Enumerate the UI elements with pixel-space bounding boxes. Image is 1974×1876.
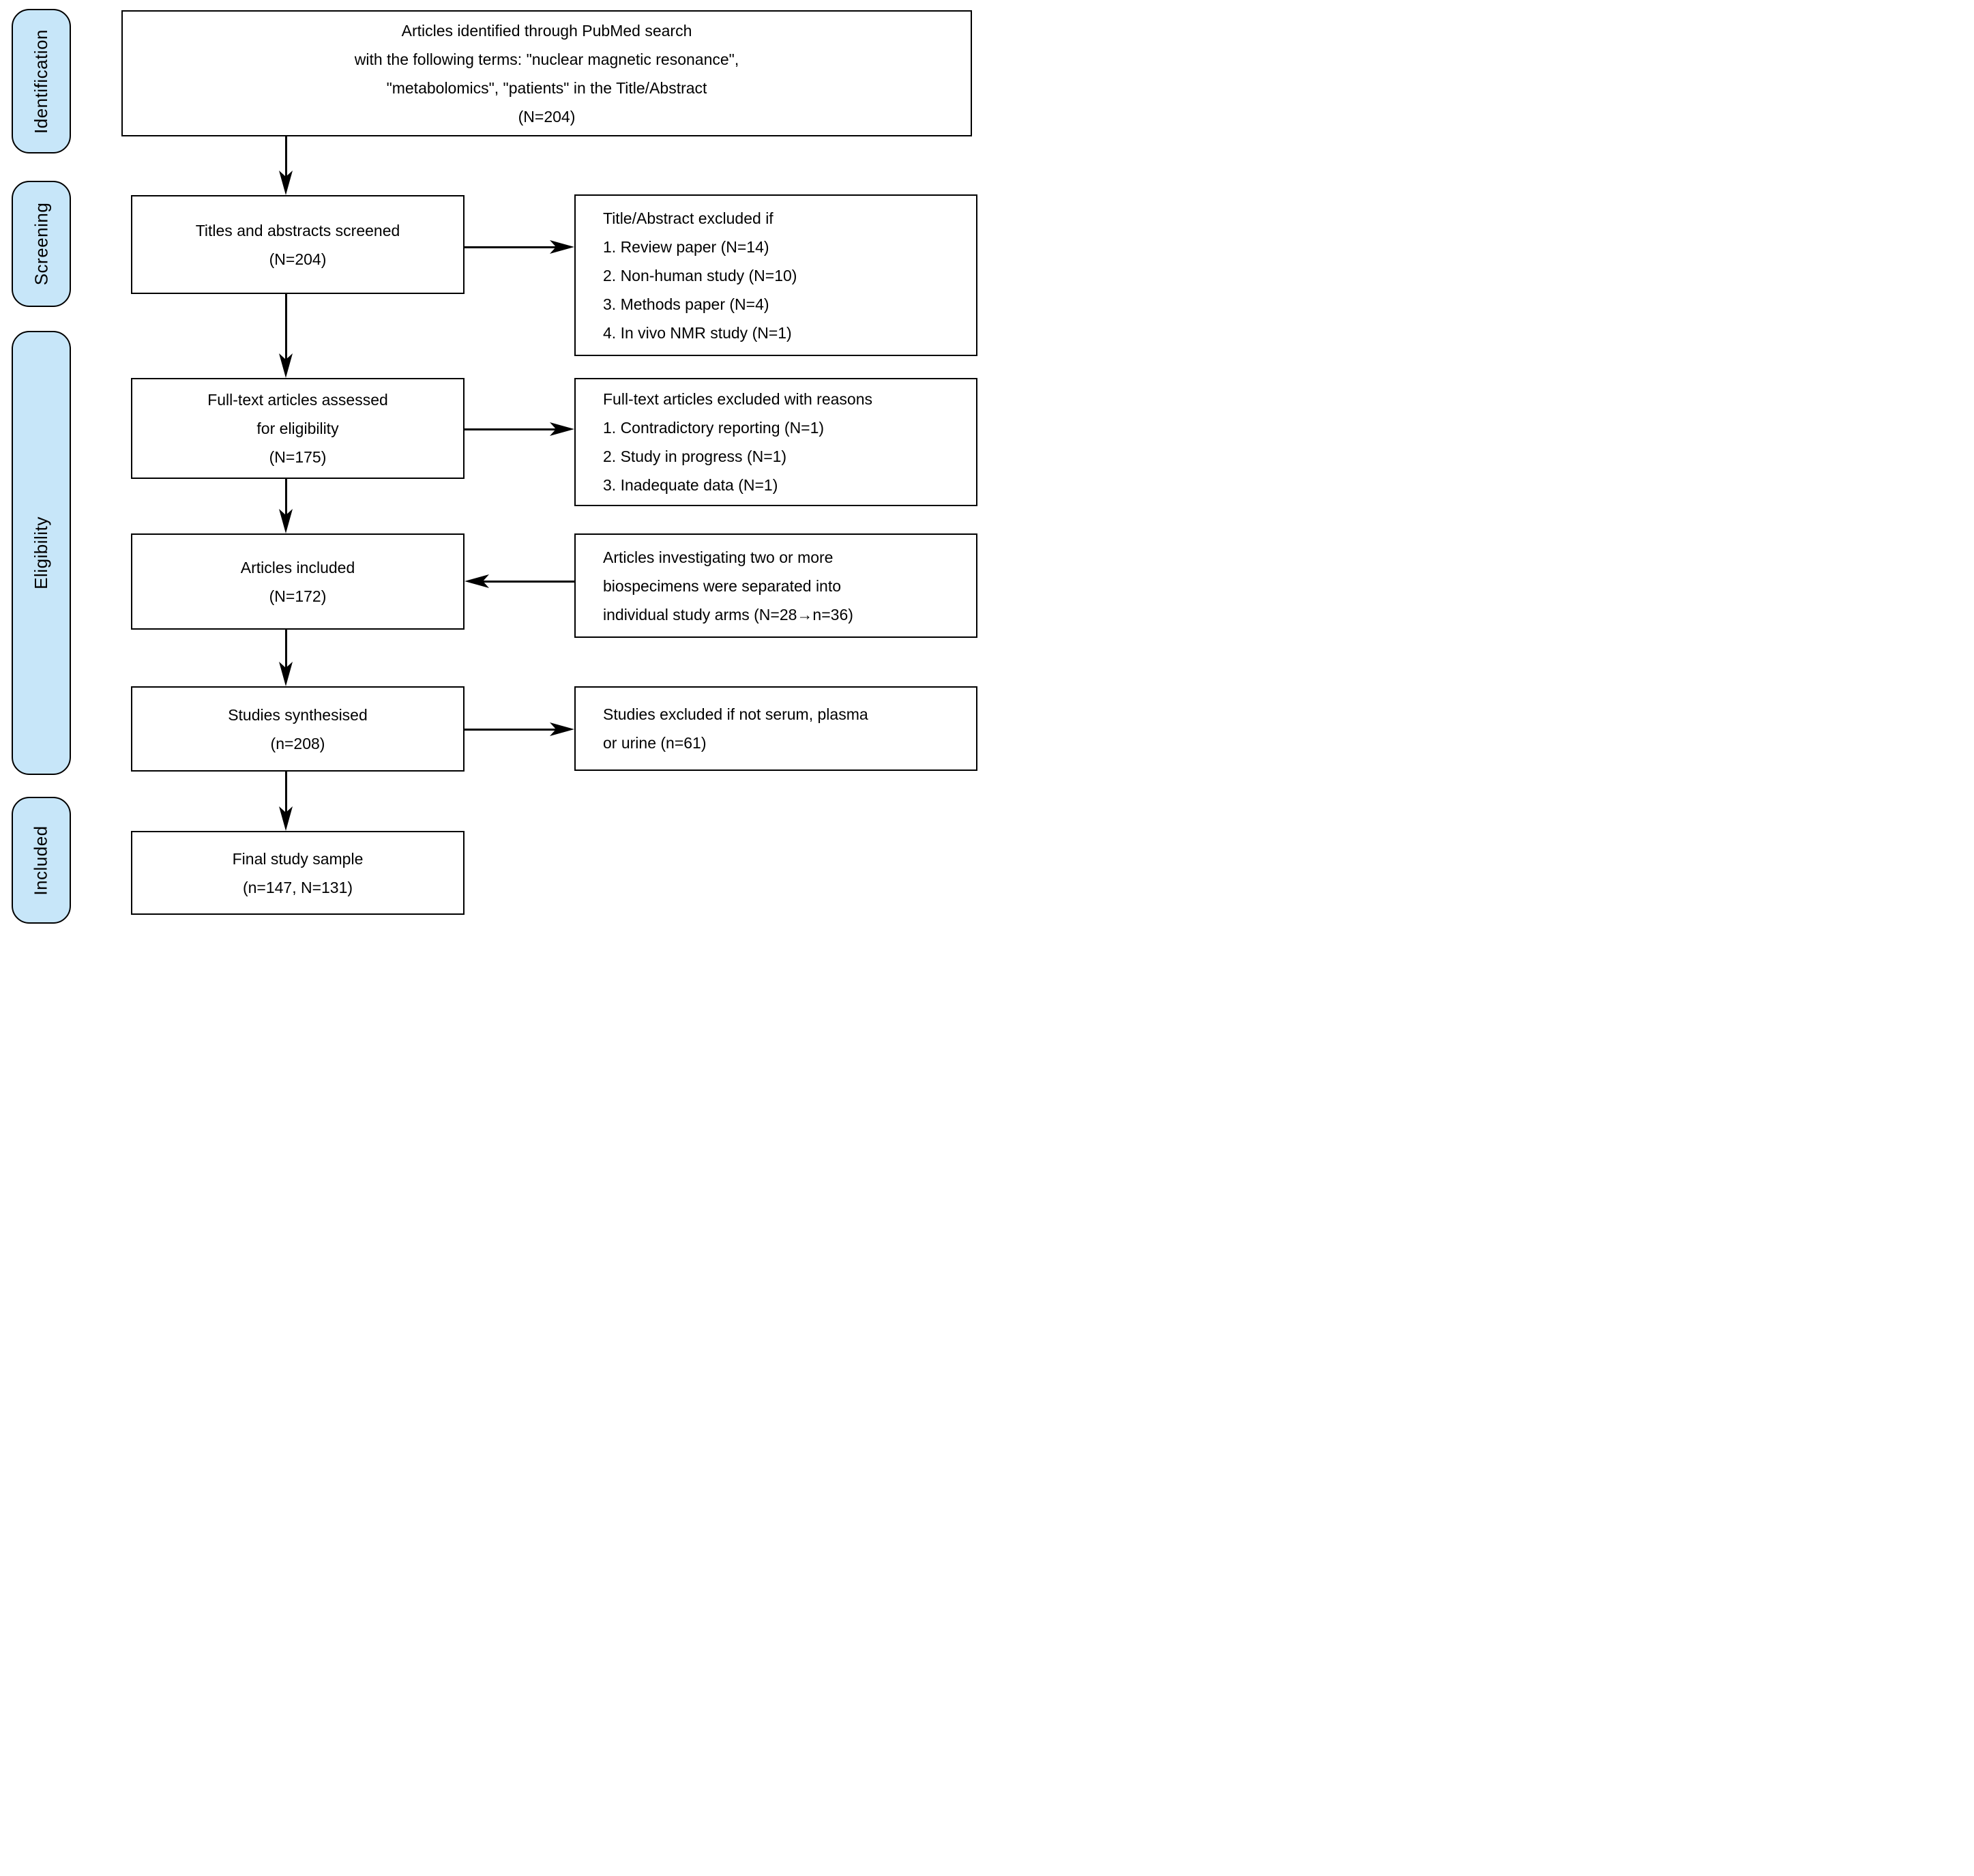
box-studies-excluded: Studies excluded if not serum, plasma or… xyxy=(574,686,977,771)
stage-screening: Screening xyxy=(12,181,71,307)
box-studies-synthesised: Studies synthesised (n=208) xyxy=(131,686,465,772)
box-articles-identified-count: (N=204) xyxy=(518,107,576,126)
box-fulltext-excluded-item: 1. Contradictory reporting (N=1) xyxy=(603,419,825,437)
arrowhead-down-icon xyxy=(279,353,293,378)
box-articles-included-line: Articles included xyxy=(240,558,355,576)
arrow-shaft xyxy=(465,428,565,430)
stage-eligibility-label: Eligibility xyxy=(31,516,51,589)
box-final-study-sample-count: (n=147, N=131) xyxy=(242,878,353,896)
arrowhead-down-icon xyxy=(279,662,293,686)
box-studies-excluded-line: Studies excluded if not serum, plasma xyxy=(603,705,868,723)
prisma-flow-diagram: { "figure": { "type": "prisma-flow-diagr… xyxy=(0,0,987,938)
box-fulltext-excluded: Full-text articles excluded with reasons… xyxy=(574,378,977,506)
arrow-shaft xyxy=(285,772,287,821)
box-articles-identified-line: Articles identified through PubMed searc… xyxy=(401,21,692,40)
arrow-shaft xyxy=(285,479,287,524)
box-fulltext-assessed-count: (N=175) xyxy=(269,448,327,466)
box-title-abstract-excluded-item: 4. In vivo NMR study (N=1) xyxy=(603,323,792,342)
box-title-abstract-excluded-line: Title/Abstract excluded if xyxy=(603,209,774,227)
arrow-fulltext-to-excluded xyxy=(465,422,574,436)
box-biospecimens-separated-line: Articles investigating two or more xyxy=(603,548,834,566)
box-fulltext-excluded-line: Full-text articles excluded with reasons xyxy=(603,390,872,408)
box-articles-identified-line: with the following terms: "nuclear magne… xyxy=(354,50,739,68)
box-biospecimens-separated: Articles investigating two or more biosp… xyxy=(574,533,977,638)
box-final-study-sample-line: Final study sample xyxy=(232,849,364,868)
arrowhead-down-icon xyxy=(279,509,293,533)
box-title-abstract-excluded: Title/Abstract excluded if 1. Review pap… xyxy=(574,194,977,356)
box-fulltext-assessed-line: for eligibility xyxy=(256,420,339,437)
stage-included-label: Included xyxy=(31,825,51,896)
arrow-biospecimens-to-included xyxy=(465,574,574,588)
stage-eligibility: Eligibility xyxy=(12,331,71,775)
box-articles-included-count: (N=172) xyxy=(269,587,327,605)
box-studies-excluded-line: or urine (n=61) xyxy=(603,734,707,752)
arrow-identified-to-screened xyxy=(279,136,293,195)
box-fulltext-assessed: Full-text articles assessed for eligibil… xyxy=(131,378,465,479)
arrowhead-down-icon xyxy=(279,806,293,831)
box-title-abstract-excluded-item: 2. Non-human study (N=10) xyxy=(603,266,797,284)
arrowhead-right-icon xyxy=(550,722,574,736)
box-studies-synthesised-count: (n=208) xyxy=(270,734,325,752)
box-final-study-sample: Final study sample (n=147, N=131) xyxy=(131,831,465,915)
box-articles-included: Articles included (N=172) xyxy=(131,533,465,630)
box-fulltext-assessed-line: Full-text articles assessed xyxy=(207,391,388,409)
arrow-shaft xyxy=(285,630,287,677)
box-titles-abstracts-screened-line: Titles and abstracts screened xyxy=(195,221,400,239)
stage-identification-label: Identification xyxy=(31,29,52,134)
stage-screening-label: Screening xyxy=(31,202,52,286)
arrow-screened-to-fulltext xyxy=(279,294,293,378)
stage-included: Included xyxy=(12,797,71,924)
arrowhead-left-icon xyxy=(465,574,489,588)
box-title-abstract-excluded-item: 1. Review paper (N=14) xyxy=(603,237,769,256)
box-fulltext-excluded-item: 3. Inadequate data (N=1) xyxy=(603,476,778,494)
box-title-abstract-excluded-item: 3. Methods paper (N=4) xyxy=(603,295,769,313)
arrowhead-down-icon xyxy=(279,171,293,195)
box-fulltext-excluded-item: 2. Study in progress (N=1) xyxy=(603,448,787,465)
box-articles-identified-line: "metabolomics", "patients" in the Title/… xyxy=(386,78,707,97)
arrow-synthesised-to-final xyxy=(279,772,293,831)
arrow-fulltext-to-included xyxy=(279,479,293,533)
arrow-screened-to-excluded xyxy=(465,240,574,254)
box-articles-identified: Articles identified through PubMed searc… xyxy=(121,10,972,136)
box-titles-abstracts-screened: Titles and abstracts screened (N=204) xyxy=(131,195,465,294)
arrow-synthesised-to-excluded xyxy=(465,722,574,736)
box-studies-synthesised-line: Studies synthesised xyxy=(228,705,368,724)
arrowhead-right-icon xyxy=(550,240,574,254)
box-biospecimens-separated-line: individual study arms (N=28→n=36) xyxy=(603,605,853,624)
arrow-shaft xyxy=(474,581,574,583)
arrow-shaft xyxy=(285,136,287,186)
arrowhead-right-icon xyxy=(550,422,574,436)
arrow-shaft xyxy=(285,294,287,368)
arrow-shaft xyxy=(465,246,565,248)
arrow-shaft xyxy=(465,729,565,731)
box-titles-abstracts-screened-count: (N=204) xyxy=(269,250,327,268)
box-biospecimens-separated-line: biospecimens were separated into xyxy=(603,576,842,595)
stage-identification: Identification xyxy=(12,9,71,153)
arrow-included-to-synthesised xyxy=(279,630,293,686)
